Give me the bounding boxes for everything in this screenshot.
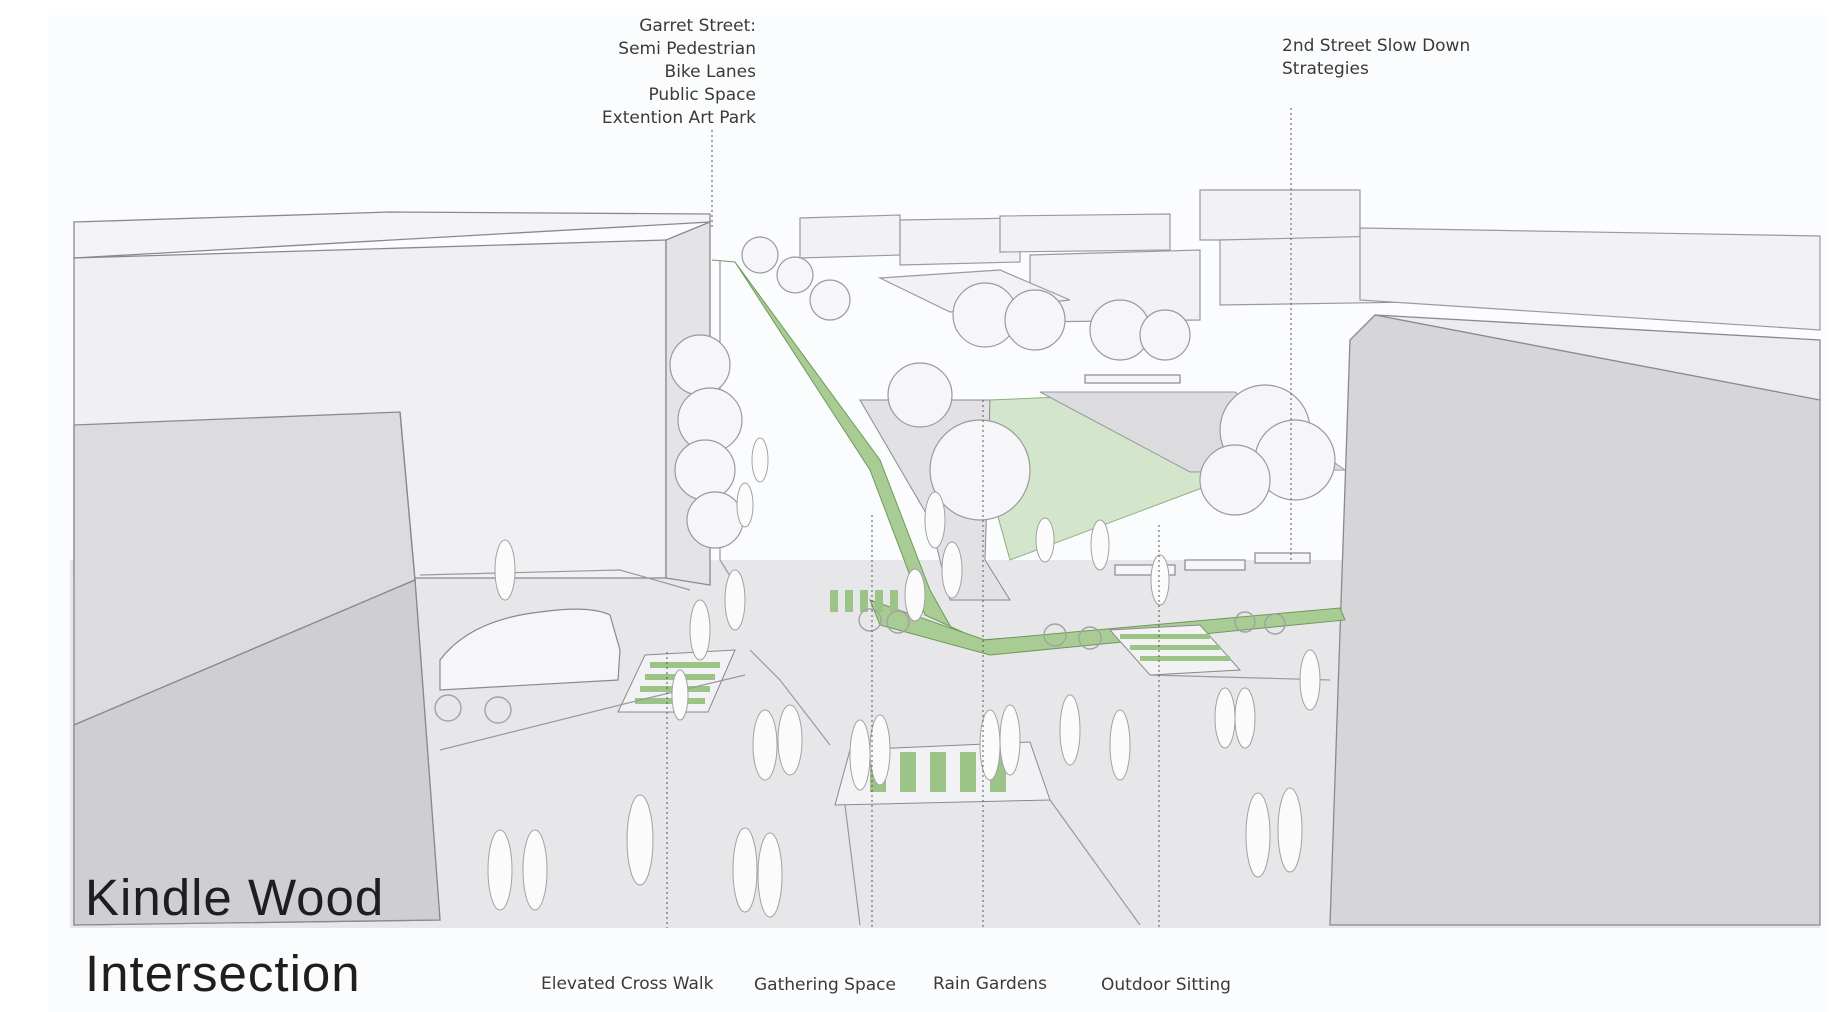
gathering-space-label: Gathering Space <box>754 975 896 995</box>
elevated-cross-walk-label: Elevated Cross Walk <box>541 974 714 994</box>
cyclists <box>434 608 1286 724</box>
bike-lane-crosswalk <box>830 590 898 612</box>
pedestrians <box>487 437 1321 918</box>
page-title-line-2: Intersection <box>85 945 361 1002</box>
caption-band <box>48 928 1828 1012</box>
page-title-line-1: Kindle Wood <box>85 869 385 926</box>
callout-line: 2nd Street Slow Down <box>1282 36 1471 56</box>
rain-gardens-label: Rain Gardens <box>933 974 1047 994</box>
second-street-callout: 2nd Street Slow Down Strategies <box>1282 35 1470 81</box>
callout-line: Extention Art Park <box>601 108 756 128</box>
car <box>439 608 621 691</box>
callout-line: Strategies <box>1282 59 1369 79</box>
left-front-building <box>73 411 441 926</box>
outdoor-sitting-label: Outdoor Sitting <box>1101 975 1231 995</box>
right-building <box>1329 314 1821 926</box>
callout-leader-lines <box>666 108 1292 970</box>
outdoor-benches <box>1084 374 1311 576</box>
right-crosswalk <box>1108 624 1242 676</box>
callout-line: Bike Lanes <box>664 62 756 82</box>
callout-line: Semi Pedestrian <box>618 39 756 59</box>
trees <box>669 236 1336 549</box>
callout-line: Public Space <box>648 85 756 105</box>
garret-street-callout: Garret Street: Semi Pedestrian Bike Lane… <box>602 15 756 130</box>
callout-line: Garret Street: <box>639 16 756 36</box>
